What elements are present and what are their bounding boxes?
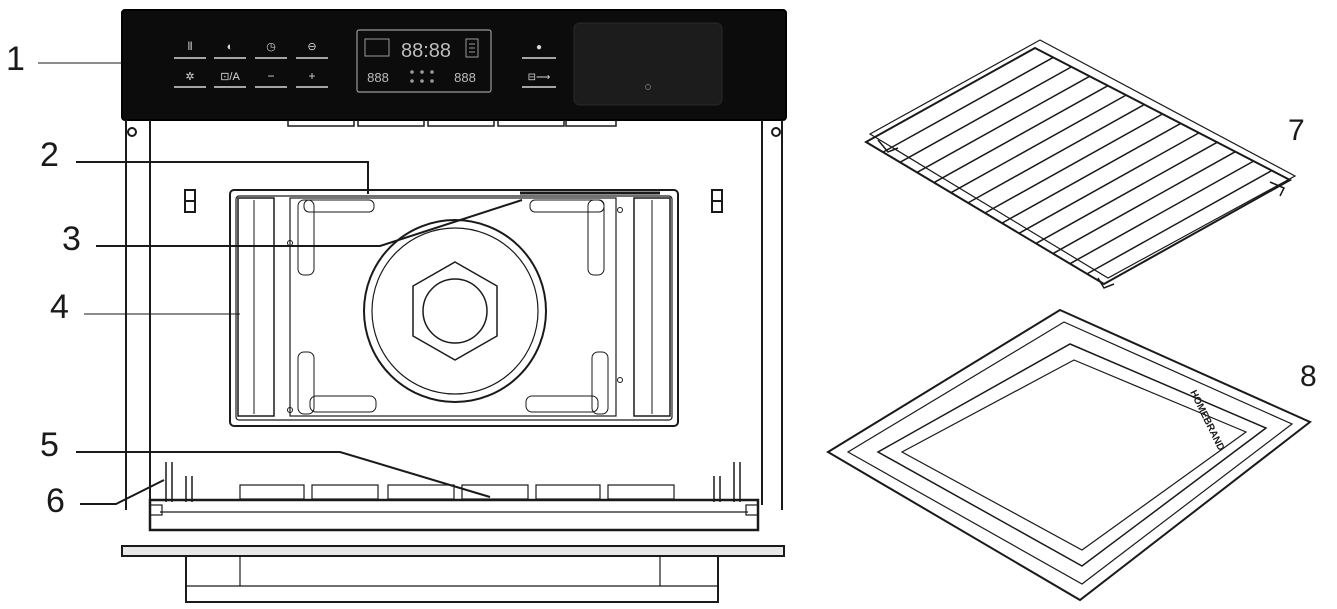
- display-left-digits: 888: [367, 70, 389, 85]
- panel-button-glyph[interactable]: ⊡/A: [220, 71, 240, 83]
- callout-label-6: 6: [46, 482, 65, 520]
- callout-label-5: 5: [40, 426, 59, 464]
- panel-button-glyph[interactable]: ◷: [266, 41, 276, 53]
- rack-rod: [984, 113, 1163, 214]
- display-right-digits: 888: [454, 70, 476, 85]
- panel-display: 88:88 888 888: [356, 29, 492, 93]
- door-open-glyph[interactable]: ⊟⟶: [528, 72, 551, 83]
- rack-rod: [950, 94, 1127, 194]
- panel-right-buttons: ● ⊟⟶: [522, 42, 556, 88]
- wire-rack: [863, 39, 1297, 289]
- callout-label-7: 7: [1288, 114, 1305, 147]
- rack-rod: [882, 56, 1054, 153]
- touch-button-row-top: ⫴ ◐ ◷ ⊖: [174, 41, 328, 59]
- baking-tray: HOMEBRAND: [826, 308, 1312, 602]
- panel-button-glyph[interactable]: ✲: [185, 71, 194, 83]
- panel-button-glyph[interactable]: ⫴: [188, 41, 193, 53]
- rack-rod: [899, 66, 1072, 163]
- callout-label-8: 8: [1300, 360, 1317, 393]
- leader-lines: [38, 62, 523, 505]
- rack-rod: [967, 103, 1145, 204]
- start-stop-glyph[interactable]: ●: [536, 42, 542, 53]
- rack-rod: [1052, 151, 1236, 255]
- callout-label-3: 3: [62, 220, 81, 258]
- touch-button-row-bottom: ✲ ⊡/A − +: [174, 69, 328, 88]
- panel-button-glyph[interactable]: ⊖: [307, 41, 316, 53]
- panel-glass: [573, 22, 723, 106]
- rack-rod: [933, 85, 1109, 184]
- panel-button-glyph[interactable]: +: [308, 69, 315, 83]
- rack-rod: [1018, 132, 1200, 234]
- rack-rod: [916, 75, 1091, 174]
- oven-door: [121, 462, 785, 603]
- rack-rod: [1069, 160, 1254, 265]
- rack-rod: [1086, 169, 1273, 275]
- callout-label-1: 1: [6, 40, 25, 78]
- control-panel: ⫴ ◐ ◷ ⊖ ✲ ⊡/A − +: [121, 9, 787, 121]
- callout-label-2: 2: [40, 136, 59, 174]
- rack-rod: [1001, 122, 1182, 224]
- vent-slots: [287, 120, 617, 127]
- rack-rod: [1035, 141, 1218, 245]
- panel-button-glyph[interactable]: −: [267, 69, 274, 83]
- oven-cavity: [229, 189, 679, 427]
- display-clock: 88:88: [401, 40, 451, 62]
- panel-button-glyph[interactable]: ◐: [227, 41, 234, 53]
- callout-label-4: 4: [50, 288, 69, 326]
